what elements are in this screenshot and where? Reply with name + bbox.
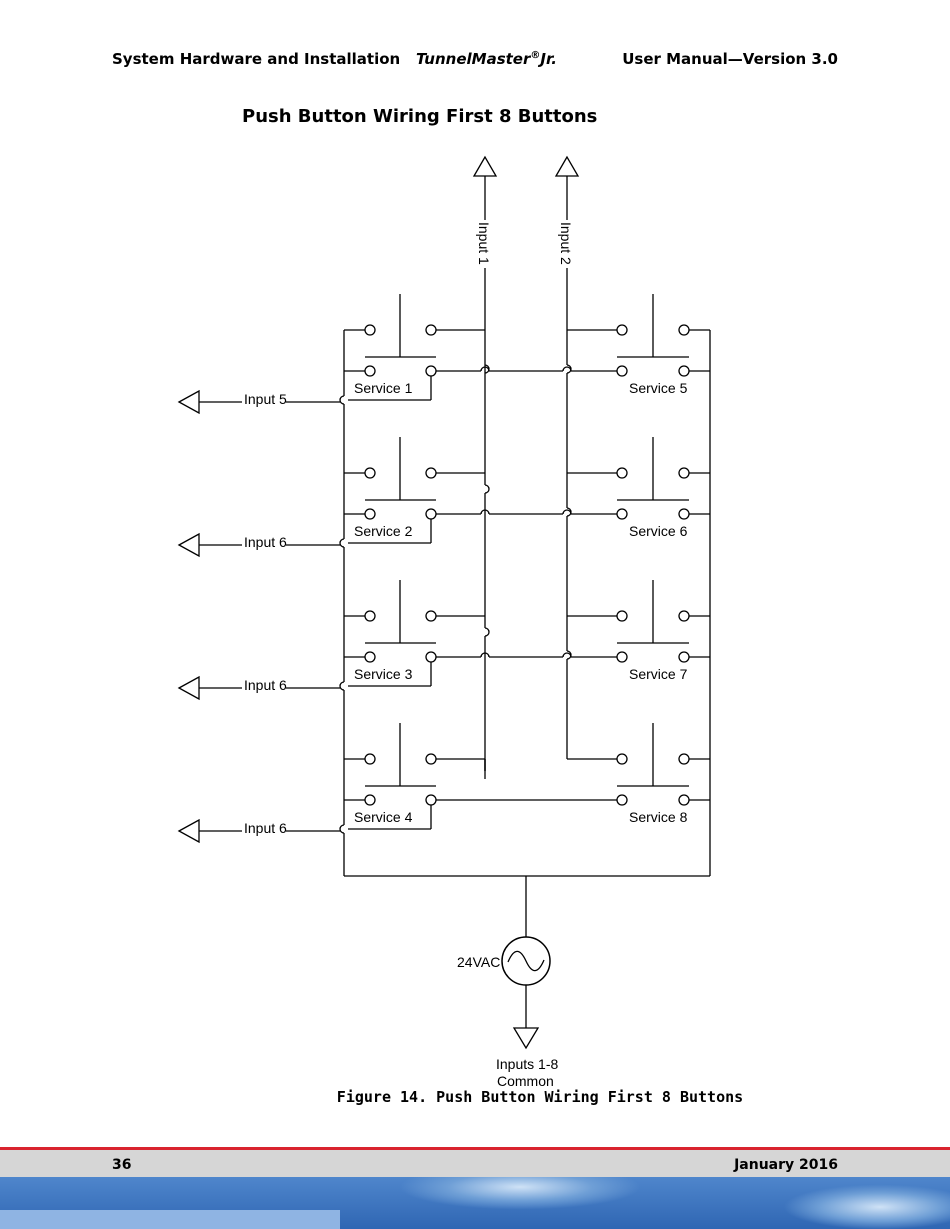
common-label-line2: Common bbox=[497, 1073, 554, 1089]
service-4-label: Service 4 bbox=[354, 809, 413, 825]
section-title: Push Button Wiring First 8 Buttons bbox=[242, 106, 598, 127]
input-2-arrow bbox=[554, 155, 580, 177]
service-5-label: Service 5 bbox=[629, 380, 688, 396]
header-brand-suffix: Jr. bbox=[540, 50, 557, 68]
footer-decorative-strip bbox=[0, 1210, 340, 1229]
header-section-name: System Hardware and Installation bbox=[112, 50, 401, 68]
page-number: 36 bbox=[112, 1157, 132, 1173]
switch-service-4 bbox=[344, 723, 617, 830]
footer-bar bbox=[0, 1150, 950, 1177]
service-6-label: Service 6 bbox=[629, 523, 688, 539]
input-5-arrow bbox=[177, 389, 200, 415]
wiring-diagram: Input 1 Input 2 Input 5 Input 6 Input 6 … bbox=[177, 155, 711, 1089]
input-6b-arrow bbox=[177, 675, 200, 701]
switch-service-3 bbox=[344, 580, 485, 687]
header-brand: TunnelMaster bbox=[416, 50, 531, 68]
header-product-name: TunnelMaster®Jr. bbox=[416, 50, 557, 68]
input-1-label: Input 1 bbox=[476, 222, 492, 265]
footer-date: January 2016 bbox=[734, 1157, 838, 1173]
input-6a-arrow bbox=[177, 532, 200, 558]
input-6-label: Input 6 bbox=[244, 677, 287, 693]
switch-service-2 bbox=[344, 437, 485, 544]
common-label-line1: Inputs 1-8 bbox=[496, 1056, 558, 1072]
input-2-label: Input 2 bbox=[558, 222, 574, 265]
switch-service-6 bbox=[567, 437, 710, 520]
registered-mark: ® bbox=[530, 50, 541, 61]
service-1-label: Service 1 bbox=[354, 380, 413, 396]
input-6c-arrow bbox=[177, 818, 200, 844]
figure-caption: Figure 14. Push Button Wiring First 8 Bu… bbox=[336, 1088, 744, 1106]
service-8-label: Service 8 bbox=[629, 809, 688, 825]
input-1-arrow bbox=[472, 155, 498, 177]
input-5-label: Input 5 bbox=[244, 391, 287, 407]
common-arrow bbox=[512, 1027, 540, 1050]
service-7-label: Service 7 bbox=[629, 666, 688, 682]
input-6-label: Input 6 bbox=[244, 820, 287, 836]
switch-service-1 bbox=[344, 294, 485, 401]
input-6-label: Input 6 bbox=[244, 534, 287, 550]
switch-service-5 bbox=[567, 294, 710, 377]
service-3-label: Service 3 bbox=[354, 666, 413, 682]
footer-rule bbox=[0, 1147, 950, 1150]
source-label: 24VAC bbox=[457, 954, 500, 970]
switch-service-8 bbox=[567, 723, 710, 806]
service-2-label: Service 2 bbox=[354, 523, 413, 539]
switch-service-7 bbox=[567, 580, 710, 663]
header-manual-version: User Manual—Version 3.0 bbox=[622, 50, 838, 68]
